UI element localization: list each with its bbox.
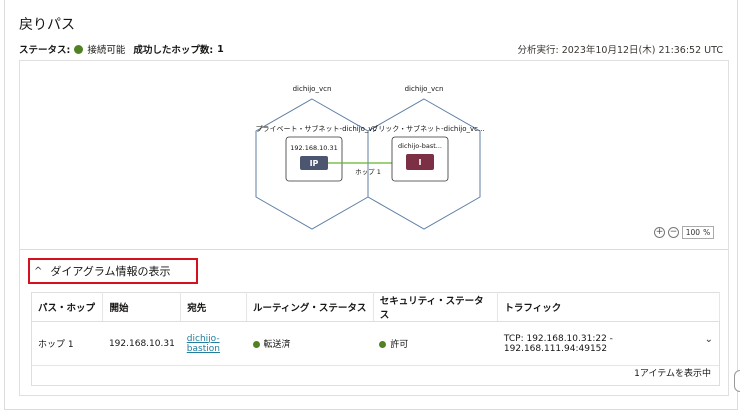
hop-label: ホップ 1 [355, 168, 381, 176]
right-subnet-label: ブリック・サブネット-dichijo_vc... [371, 124, 484, 133]
zoom-controls: + − 100 % [654, 226, 714, 239]
ip-badge-icon [300, 156, 328, 170]
ip-badge-label: IP [310, 159, 319, 168]
return-path-card: 戻りパス ステータス: 接続可能 成功したホップ数: 1 分析実行: 2023年… [4, 0, 738, 410]
chevron-down-icon[interactable]: ⌄ [704, 333, 713, 345]
zoom-unit: % [703, 228, 711, 237]
zoom-out-icon[interactable]: − [668, 227, 679, 238]
traffic-line1: TCP: 192.168.10.31:22 - [503, 333, 613, 344]
col-header-hop[interactable]: パス・ホップ [30, 292, 104, 322]
dest-link[interactable]: dichijo- bastion [187, 334, 220, 354]
right-vcn-label: dichijo_vcn [405, 85, 444, 93]
cell-start: 192.168.10.31 [102, 321, 181, 366]
cell-traffic: ⌄ TCP: 192.168.10.31:22 - 192.168.111.94… [497, 321, 720, 366]
routing-status: 転送済 [263, 340, 291, 350]
diagram-info-toggle[interactable]: ^ ダイアグラム情報の表示 [28, 258, 198, 284]
ip-node[interactable]: 192.168.10.31 IP [285, 136, 343, 182]
col-header-traffic[interactable]: トラフィック [497, 292, 720, 322]
col-header-security[interactable]: セキュリティ・ステータス [373, 292, 499, 322]
items-count: 1アイテムを表示中 [634, 369, 711, 379]
ip-node-title: 192.168.10.31 [290, 144, 338, 152]
instance-node-title: dichijo-bast... [398, 142, 442, 150]
col-header-dest[interactable]: 宛先 [180, 292, 247, 322]
table-row: ホップ 1 192.168.10.31 dichijo- bastion 転送済… [30, 321, 720, 366]
routing-ok-icon [252, 341, 260, 348]
path-diagram: dichijo_vcn dichijo_vcn プライベート・サブネット-dic… [19, 60, 729, 250]
instance-node[interactable]: dichijo-bast... I [391, 136, 449, 182]
zoom-in-icon[interactable]: + [654, 227, 665, 238]
chevron-up-icon: ^ [34, 265, 43, 277]
analysis-timestamp: 分析実行: 2023年10月12日(木) 21:36:52 UTC [517, 45, 723, 56]
security-status: 許可 [390, 340, 409, 350]
cell-routing: 転送済 [246, 321, 374, 366]
instance-badge-label: I [419, 158, 422, 167]
traffic-line2: 192.168.111.94:49152 [503, 343, 608, 354]
zoom-input[interactable]: 100 % [682, 226, 714, 239]
scroll-handle[interactable] [734, 370, 740, 392]
diagram-info-toggle-label: ダイアグラム情報の表示 [50, 265, 171, 278]
cell-dest: dichijo- bastion [180, 321, 247, 366]
cell-security: 許可 [373, 321, 498, 366]
cell-hop: ホップ 1 [30, 321, 103, 366]
status-label: ステータス: [19, 45, 71, 56]
hops-value: 1 [217, 43, 224, 55]
zoom-value: 100 [685, 228, 701, 237]
dest-link-line2: bastion [186, 343, 220, 354]
hops-label: 成功したホップ数: [133, 45, 214, 56]
diagram-info-panel: ^ ダイアグラム情報の表示 パス・ホップ 開始 宛先 ルーティング・ステータス … [19, 250, 729, 396]
col-header-start[interactable]: 開始 [102, 292, 182, 322]
col-header-routing[interactable]: ルーティング・ステータス [246, 292, 374, 322]
status-value: 接続可能 [87, 45, 126, 56]
path-table: パス・ホップ 開始 宛先 ルーティング・ステータス セキュリティ・ステータス ト… [30, 292, 720, 366]
security-ok-icon [379, 341, 387, 348]
diagram-canvas: dichijo_vcn dichijo_vcn プライベート・サブネット-dic… [255, 85, 485, 230]
page-title: 戻りパス [19, 17, 75, 33]
dest-link-line1: dichijo- [186, 333, 220, 344]
instance-badge-icon [406, 154, 434, 170]
status-line: ステータス: 接続可能 成功したホップ数: 1 [19, 42, 224, 57]
left-vcn-label: dichijo_vcn [293, 85, 332, 93]
table-header-row: パス・ホップ 開始 宛先 ルーティング・ステータス セキュリティ・ステータス ト… [30, 292, 720, 322]
table-footer: 1アイテムを表示中 [31, 360, 720, 386]
left-subnet-label: プライベート・サブネット-dichijo_vc [256, 124, 377, 133]
status-ok-icon [74, 44, 84, 54]
